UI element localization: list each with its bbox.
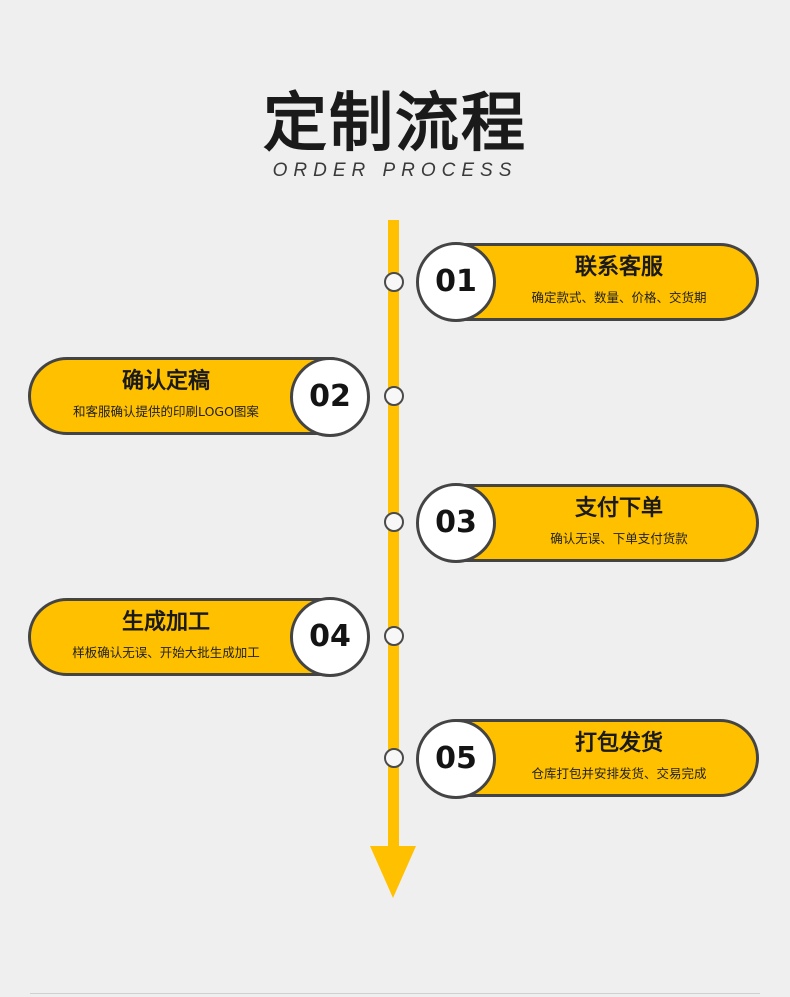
timeline-node-03 bbox=[384, 512, 404, 532]
step-title-05: 打包发货 bbox=[574, 731, 663, 756]
step-desc-02: 和客服确认提供的印刷LOGO图案 bbox=[73, 404, 259, 419]
step-title-04: 生成加工 bbox=[121, 610, 210, 635]
step-title-03: 支付下单 bbox=[574, 496, 663, 521]
step-number-01: 01 bbox=[416, 242, 496, 322]
step-number-04: 04 bbox=[290, 597, 370, 677]
step-desc-01: 确定款式、数量、价格、交货期 bbox=[531, 290, 707, 305]
timeline-node-05 bbox=[384, 748, 404, 768]
step-title-01: 联系客服 bbox=[574, 255, 663, 280]
timeline-arrow-icon bbox=[370, 846, 416, 898]
timeline-node-02 bbox=[384, 386, 404, 406]
timeline-axis bbox=[388, 220, 399, 848]
step-title-02: 确认定稿 bbox=[121, 369, 210, 394]
page-subtitle: ORDER PROCESS bbox=[272, 160, 518, 181]
timeline-node-01 bbox=[384, 272, 404, 292]
timeline-node-04 bbox=[384, 626, 404, 646]
page-title: 定制流程 bbox=[263, 87, 527, 161]
step-number-02: 02 bbox=[290, 357, 370, 437]
step-number-03: 03 bbox=[416, 483, 496, 563]
step-desc-05: 仓库打包并安排发货、交易完成 bbox=[531, 766, 707, 781]
step-number-05: 05 bbox=[416, 719, 496, 799]
bottom-divider bbox=[30, 993, 760, 994]
step-desc-03: 确认无误、下单支付货款 bbox=[550, 531, 688, 546]
step-desc-04: 样板确认无误、开始大批生成加工 bbox=[72, 645, 260, 660]
